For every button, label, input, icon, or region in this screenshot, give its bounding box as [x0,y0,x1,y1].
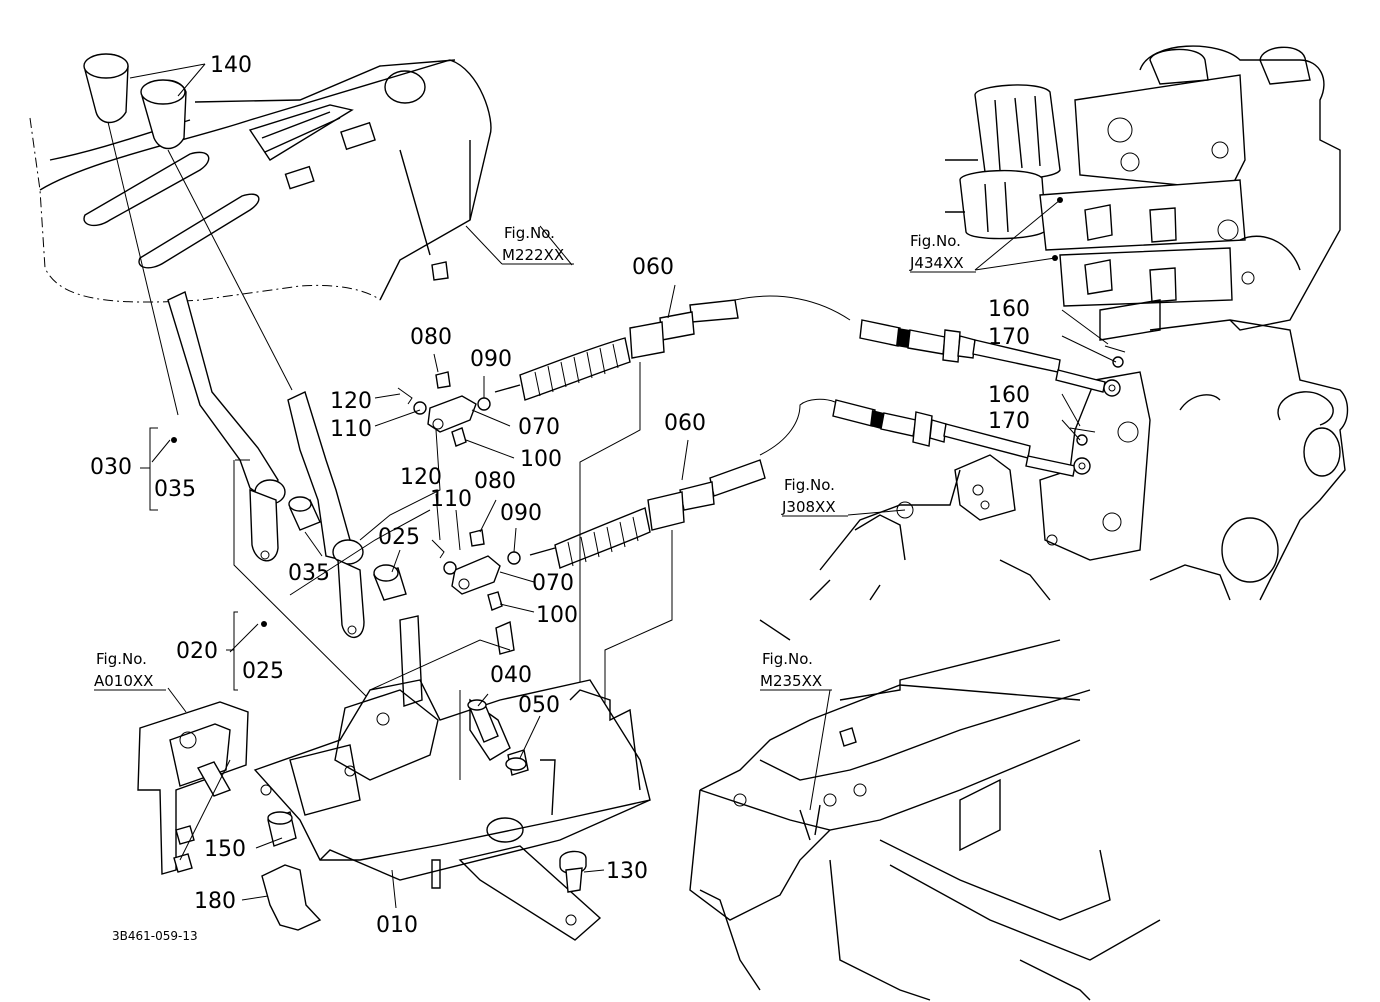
cable-assembly-lower [529,398,836,569]
part-label-100-lower: 100 [536,603,578,628]
part-label-120-lower: 120 [400,465,442,490]
fig-ref-title: Fig.No. [504,224,555,242]
part-label-020: 020 [176,639,218,664]
lever-arm-030 [167,291,286,562]
bracket-180 [261,864,322,931]
part-label-060-lower: 060 [664,411,706,436]
bolt-150 [267,811,297,847]
clevis-upper [397,261,491,447]
fig-ref-m222[interactable]: Fig.No. M222XX [465,224,574,265]
fig-ref-j308[interactable]: Fig.No. J308XX [781,476,848,517]
control-valve [945,45,1341,341]
fig-ref-code: M222XX [502,246,564,264]
part-label-040: 040 [490,663,532,688]
bushing-025 [373,564,407,601]
cable-assembly-upper [494,295,851,401]
switch-bracket [137,701,249,875]
bushing-035 [288,496,321,531]
part-label-080-lower: 080 [474,469,516,494]
part-label-090-lower: 090 [500,501,542,526]
part-label-160-lower: 160 [988,383,1030,408]
part-label-025-bushing: 025 [378,525,420,550]
fig-ref-a010[interactable]: Fig.No. A010XX [94,650,166,691]
lever-knob-left [83,53,179,416]
bracket-assembly [253,615,651,941]
part-label-035-bushing: 035 [288,561,330,586]
drawing-code: 3B461-059-13 [112,929,198,943]
part-label-070-lower: 070 [532,571,574,596]
fig-ref-m235[interactable]: Fig.No. M235XX [760,650,832,691]
part-label-110-lower: 110 [430,487,472,512]
cable-end-lower [832,399,1096,477]
fig-ref-title: Fig.No. [784,476,835,494]
part-label-060-upper: 060 [632,255,674,280]
fig-ref-code: J308XX [781,498,836,516]
bolt-050 [505,749,529,776]
part-label-030: 030 [90,455,132,480]
part-label-130: 130 [606,859,648,884]
frame [689,619,1161,1001]
part-label-080-upper: 080 [410,325,452,350]
lever-knob-right [140,79,293,391]
bolt-130 [559,850,587,893]
cable-end-upper [859,319,1126,397]
fig-ref-title: Fig.No. [910,232,961,250]
part-label-150: 150 [204,837,246,862]
part-label-110-upper: 110 [330,417,372,442]
part-label-090-upper: 090 [470,347,512,372]
part-label-010: 010 [376,913,418,938]
part-label-170-upper: 170 [988,325,1030,350]
fig-ref-code: J434XX [909,254,964,272]
transmission-case [809,319,1349,601]
part-label-035-brace: 035 [154,477,196,502]
clevis-lower [431,529,521,611]
part-label-050: 050 [518,693,560,718]
part-label-160-upper: 160 [988,297,1030,322]
part-label-170-lower: 170 [988,409,1030,434]
part-label-025-brace: 025 [242,659,284,684]
part-label-180: 180 [194,889,236,914]
fig-ref-code: A010XX [94,672,153,690]
part-label-100-upper: 100 [520,447,562,472]
part-label-120-upper: 120 [330,389,372,414]
leader-lines [129,63,1117,909]
fig-ref-j434[interactable]: Fig.No. J434XX [909,232,976,273]
lever-panel [29,59,492,303]
lever-arm-035 [287,391,365,639]
part-label-070-upper: 070 [518,415,560,440]
fig-ref-title: Fig.No. [762,650,813,668]
fig-ref-title: Fig.No. [96,650,147,668]
fig-ref-code: M235XX [760,672,822,690]
part-label-140: 140 [210,53,252,78]
